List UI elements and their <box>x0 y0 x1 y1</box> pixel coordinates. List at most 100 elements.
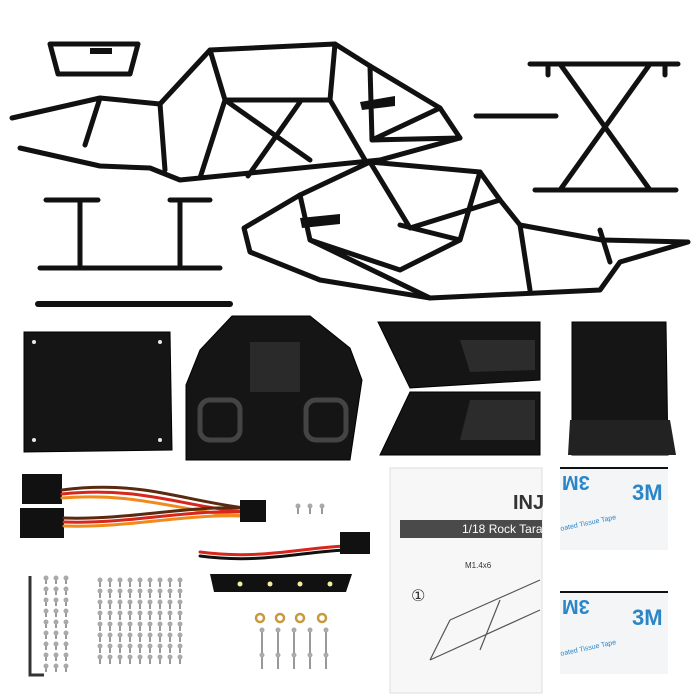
screw-head <box>97 654 103 660</box>
screw-head <box>97 599 103 605</box>
screw-head <box>137 588 143 594</box>
screw-head <box>107 632 113 638</box>
screw-head <box>147 621 153 627</box>
screw-head <box>63 641 69 647</box>
screw-head <box>43 652 49 658</box>
screw-head <box>43 575 49 581</box>
manual-title: INJ <box>513 492 545 514</box>
manual-banner: 1/18 Rock Taran <box>462 522 542 536</box>
screw-head <box>167 643 173 649</box>
screw-head <box>63 608 69 614</box>
cage-frame-left <box>9 41 463 183</box>
screw-head <box>137 643 143 649</box>
screw-head <box>323 652 329 658</box>
screw-head <box>53 575 59 581</box>
screw-head <box>53 663 59 669</box>
screw-head <box>147 632 153 638</box>
screw-head <box>167 577 173 583</box>
step-number: ① <box>411 586 426 605</box>
screw-head <box>147 599 153 605</box>
screw-head <box>157 632 163 638</box>
screw-label: M1.4x6 <box>465 561 492 570</box>
skid-plate-left <box>23 331 173 453</box>
screw-head <box>147 588 153 594</box>
screw-head <box>97 621 103 627</box>
screw-set <box>43 503 329 672</box>
screw-head <box>177 610 183 616</box>
screw-head <box>157 577 163 583</box>
screw-head <box>307 503 313 509</box>
screw-head <box>107 621 113 627</box>
tape-logo-top: 3M <box>632 480 663 505</box>
screw-head <box>127 610 133 616</box>
tape-sheet-top <box>560 467 668 550</box>
screw-head <box>43 608 49 614</box>
screw-head <box>107 610 113 616</box>
screw-head <box>63 619 69 625</box>
screw-head <box>137 610 143 616</box>
screw-head <box>63 663 69 669</box>
screw-head <box>157 654 163 660</box>
screw-head <box>319 503 325 509</box>
screw-head <box>177 643 183 649</box>
screw-head <box>43 586 49 592</box>
nuts <box>254 612 328 624</box>
screw-head <box>177 621 183 627</box>
center-skid-plate <box>185 315 363 461</box>
screw-head <box>97 643 103 649</box>
side-plate-upper <box>377 321 541 389</box>
instruction-manual <box>389 467 543 694</box>
screw-head <box>307 627 313 633</box>
screw-head <box>177 632 183 638</box>
screw-head <box>167 654 173 660</box>
screw-head <box>259 652 265 658</box>
screw-head <box>167 632 173 638</box>
screw-head <box>53 608 59 614</box>
screw-head <box>167 599 173 605</box>
hex-key <box>28 576 44 677</box>
screw-head <box>63 597 69 603</box>
screw-head <box>97 610 103 616</box>
screw-head <box>43 597 49 603</box>
screw-head <box>107 654 113 660</box>
screw-head <box>117 610 123 616</box>
screw-head <box>147 643 153 649</box>
screw-head <box>307 652 313 658</box>
tape-logo-bottom: 3M <box>632 605 663 630</box>
screw-head <box>157 599 163 605</box>
screw-head <box>167 588 173 594</box>
screw-head <box>291 652 297 658</box>
screw-head <box>43 630 49 636</box>
tape-logo-bottom-mirrored: 3M <box>562 595 590 617</box>
screw-head <box>53 641 59 647</box>
screw-head <box>117 643 123 649</box>
screw-head <box>137 654 143 660</box>
screw-head <box>127 632 133 638</box>
screw-head <box>117 599 123 605</box>
screw-head <box>53 630 59 636</box>
x-brace-frame <box>473 61 681 193</box>
screw-head <box>177 654 183 660</box>
screw-head <box>117 654 123 660</box>
screw-head <box>127 588 133 594</box>
screw-head <box>107 643 113 649</box>
screw-head <box>63 575 69 581</box>
led-light-bar <box>198 532 370 592</box>
screw-head <box>167 621 173 627</box>
screw-head <box>147 577 153 583</box>
cage-frame-right <box>241 159 691 301</box>
screw-head <box>137 577 143 583</box>
screw-head <box>147 610 153 616</box>
screw-head <box>147 654 153 660</box>
bumper-bracket <box>47 41 141 77</box>
tape-sheet-bottom <box>560 591 668 674</box>
screw-head <box>53 597 59 603</box>
screw-head <box>127 577 133 583</box>
screw-head <box>63 652 69 658</box>
screw-head <box>275 652 281 658</box>
screw-head <box>43 619 49 625</box>
body-posts <box>35 197 233 307</box>
screw-head <box>137 599 143 605</box>
screw-head <box>127 643 133 649</box>
screw-head <box>117 577 123 583</box>
